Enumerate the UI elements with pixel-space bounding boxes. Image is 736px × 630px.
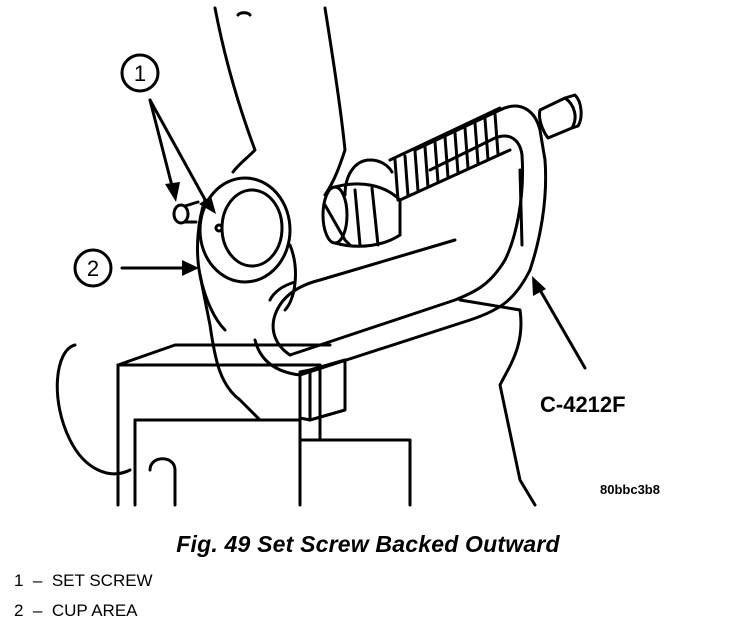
diagram-illustration: 1 2 C-4212F 80bbc3b8 [55, 6, 660, 507]
c-clamp-tool [253, 104, 548, 377]
legend: 1 – SET SCREW 2 – CUP AREA [14, 566, 153, 626]
legend-number: 1 [14, 571, 24, 590]
image-code: 80bbc3b8 [600, 482, 660, 497]
control-arm [213, 6, 347, 197]
legend-text: CUP AREA [51, 601, 138, 620]
callout-1-marker: 1 [120, 53, 160, 93]
legend-number: 2 [14, 601, 24, 620]
callout-arrowheads [165, 182, 546, 296]
forcing-screw [388, 93, 583, 202]
tool-label: C-4212F [540, 392, 626, 417]
callout-2-number: 2 [87, 256, 99, 281]
set-screw [172, 200, 224, 233]
bushing-cup [196, 176, 297, 422]
legend-separator: – [32, 601, 43, 620]
background-block [458, 298, 537, 507]
legend-text: SET SCREW [51, 571, 153, 590]
legend-item: 2 – CUP AREA [14, 596, 153, 626]
legend-separator: – [32, 571, 43, 590]
legend-item: 1 – SET SCREW [14, 566, 153, 596]
callout-2-marker: 2 [73, 248, 113, 288]
vise-body [55, 343, 412, 507]
receiver-cup [321, 182, 402, 248]
callout-leaders [120, 98, 587, 370]
callout-1-number: 1 [134, 61, 146, 86]
figure-caption: Fig. 49 Set Screw Backed Outward [176, 531, 560, 557]
